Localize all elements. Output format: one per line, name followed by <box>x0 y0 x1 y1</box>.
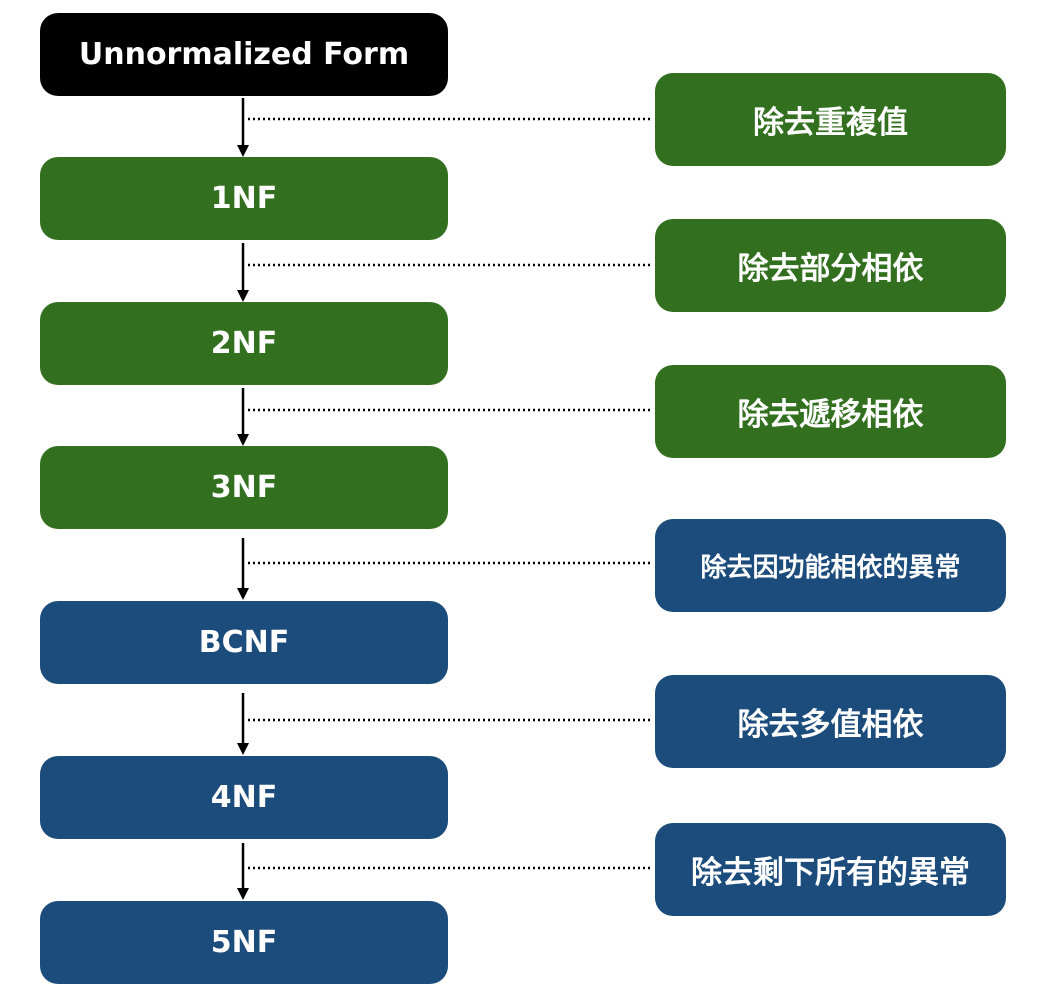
step-label: 除去剩下所有的異常 <box>691 855 970 891</box>
step-node-remove-fd-anomalies: 除去因功能相依的異常 <box>655 519 1006 612</box>
step-node-remove-remaining-anomalies: 除去剩下所有的異常 <box>655 823 1006 916</box>
step-node-remove-duplicates: 除去重複值 <box>655 73 1006 166</box>
form-label: Unnormalized Form <box>78 37 410 72</box>
step-label: 除去多值相依 <box>737 707 924 743</box>
step-node-remove-multivalued-dependency: 除去多值相依 <box>655 675 1006 768</box>
form-node-2nf: 2NF <box>40 302 448 385</box>
step-node-remove-transitive-dependency: 除去遞移相依 <box>655 365 1006 458</box>
form-label: 1NF <box>210 181 278 216</box>
step-node-remove-partial-dependency: 除去部分相依 <box>655 219 1006 312</box>
step-label: 除去因功能相依的異常 <box>700 553 961 583</box>
step-label: 除去遞移相依 <box>737 397 924 433</box>
form-label: 5NF <box>210 925 278 960</box>
form-label: BCNF <box>198 625 290 660</box>
form-node-3nf: 3NF <box>40 446 448 529</box>
step-label: 除去部分相依 <box>737 251 924 287</box>
form-label: 3NF <box>210 470 278 505</box>
form-label: 2NF <box>210 326 278 361</box>
form-node-5nf: 5NF <box>40 901 448 984</box>
form-node-unnormalized: Unnormalized Form <box>40 13 448 96</box>
form-label: 4NF <box>210 780 278 815</box>
form-node-bcnf: BCNF <box>40 601 448 684</box>
form-node-1nf: 1NF <box>40 157 448 240</box>
step-label: 除去重複值 <box>753 105 908 141</box>
form-node-4nf: 4NF <box>40 756 448 839</box>
